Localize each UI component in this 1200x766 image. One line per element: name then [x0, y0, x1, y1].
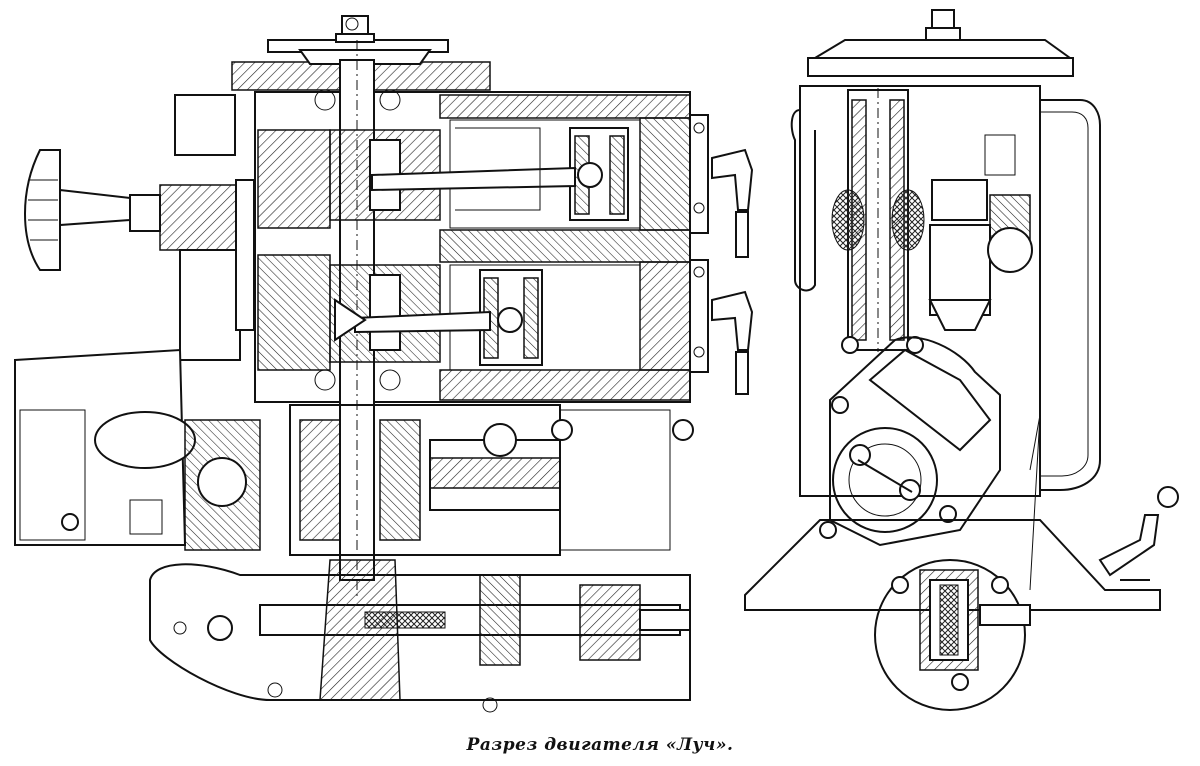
- top-plate: [807, 9, 1074, 77]
- starter-pulley: [159, 92, 256, 400]
- starter-handle: [24, 149, 161, 271]
- engine-cross-section-drawing: [14, 9, 1179, 713]
- magneto-housing: [14, 348, 261, 551]
- lower-gear-case: [149, 559, 691, 713]
- gearbox: [289, 404, 694, 556]
- crank-handle: [1098, 486, 1179, 581]
- drawing-caption: Разрез двигателя «Луч».: [466, 735, 734, 755]
- cylinder-heads: [689, 114, 709, 373]
- ignition-gear-housing: [819, 336, 1001, 547]
- carburetor: [928, 134, 1033, 331]
- lower-cylinder: [334, 264, 641, 371]
- longitudinal-section: [14, 15, 754, 713]
- base-bracket: [744, 414, 1161, 611]
- upper-cylinder: [371, 119, 641, 229]
- spark-plug-caps: [711, 148, 754, 395]
- crankshaft-column: [831, 88, 925, 354]
- lower-gear-view: [874, 559, 1031, 711]
- transverse-section: [744, 9, 1179, 711]
- transverse-housing: [790, 85, 1101, 497]
